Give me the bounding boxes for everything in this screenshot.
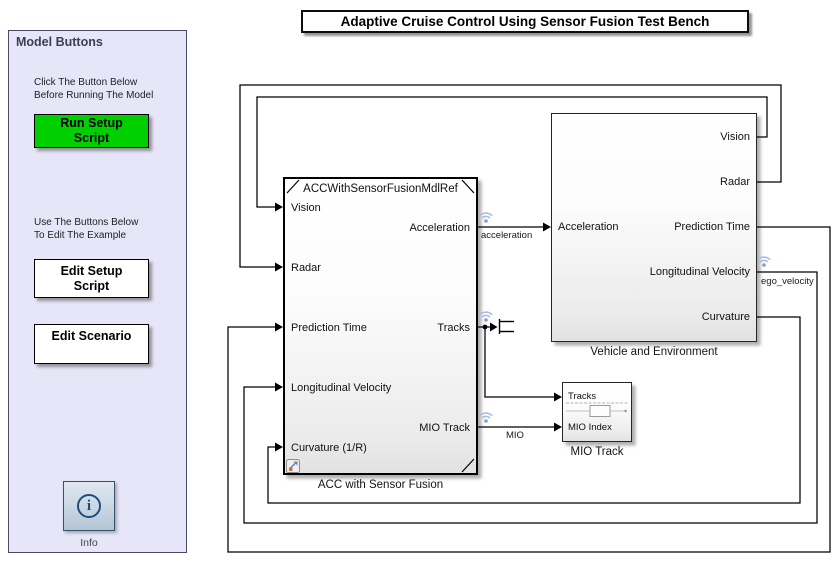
acc-block-header: ACCWithSensorFusionMdlRef [303, 183, 458, 195]
mio-inport-tracks: Tracks [568, 391, 597, 402]
info-button-label: Info [80, 537, 98, 549]
signal-label-acceleration: acceleration [481, 230, 533, 241]
edit-instruction-text: Use The Buttons Below To Edit The Exampl… [34, 217, 139, 241]
acc-outport-tracks: Tracks [437, 322, 470, 334]
diagram-title-box: Adaptive Cruise Control Using Sensor Fus… [301, 10, 749, 33]
info-icon: i [77, 494, 101, 518]
comb-terminator-icon [498, 319, 514, 334]
veh-outport-radar: Radar [720, 176, 750, 188]
acc-inport-radar: Radar [291, 262, 321, 274]
acc-inport-vision: Vision [291, 202, 321, 214]
diagram-title: Adaptive Cruise Control Using Sensor Fus… [340, 14, 710, 29]
info-button[interactable]: i [63, 481, 115, 531]
acc-outport-mio-track: MIO Track [419, 422, 470, 434]
acc-inport-curvature: Curvature (1/R) [291, 442, 367, 454]
wire-junction-dot [482, 324, 488, 330]
acc-with-sensor-fusion-block[interactable]: ACCWithSensorFusionMdlRef Vision Radar P… [283, 177, 478, 475]
veh-outport-prediction-time: Prediction Time [674, 221, 750, 233]
edit-scenario-button[interactable]: Edit Scenario [34, 324, 149, 364]
edit-setup-script-button[interactable]: Edit Setup Script [34, 259, 149, 298]
run-instruction-text: Click The Button Below Before Running Th… [34, 77, 154, 101]
veh-inport-acceleration: Acceleration [558, 221, 619, 233]
acc-inport-longitudinal-velocity: Longitudinal Velocity [291, 382, 392, 394]
acc-block-caption: ACC with Sensor Fusion [317, 479, 444, 491]
model-buttons-panel: Model Buttons Click The Button Below Bef… [8, 30, 187, 553]
vehicle-block-caption: Vehicle and Environment [590, 346, 718, 358]
mio-inport-mio-index: MIO Index [568, 422, 612, 433]
mio-track-block[interactable]: Tracks MIO Index [562, 382, 632, 442]
acc-outport-acceleration: Acceleration [409, 222, 470, 234]
logging-badge-mio[interactable] [479, 412, 493, 423]
vehicle-and-environment-block[interactable]: Acceleration Vision Radar Prediction Tim… [551, 113, 757, 342]
acc-inport-prediction-time: Prediction Time [291, 322, 367, 334]
logging-badge-acceleration[interactable] [479, 212, 493, 223]
run-setup-script-button[interactable]: Run Setup Script [34, 114, 149, 148]
wire-tracks-branch [484, 327, 554, 398]
signal-label-ego-velocity: ego_velocity [761, 276, 814, 287]
veh-outport-vision: Vision [720, 131, 750, 143]
panel-title: Model Buttons [16, 35, 103, 49]
logging-badge-ego-velocity[interactable] [757, 256, 771, 267]
logging-badge-tracks[interactable] [479, 311, 493, 322]
signal-label-mio: MIO [506, 430, 524, 441]
veh-outport-curvature: Curvature [701, 311, 750, 323]
veh-outport-longitudinal-velocity: Longitudinal Velocity [649, 266, 750, 278]
mio-block-caption: MIO Track [570, 446, 624, 458]
